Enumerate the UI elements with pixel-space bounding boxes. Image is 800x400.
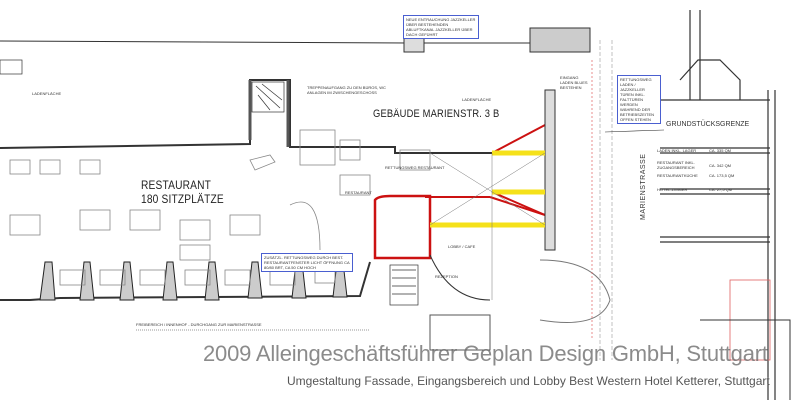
stair-top <box>529 27 591 53</box>
section-row-area: CA. 27,5 QM <box>709 187 733 192</box>
label-stairs-note: TREPPENAUFGANG ZU DEN BÜROS, WC ANLAGEN … <box>307 85 386 95</box>
copyright-watermark: 2009 Alleingeschäftsführer Geplan Design… <box>203 341 768 366</box>
building-section <box>660 10 776 400</box>
tables <box>9 129 431 286</box>
new-wall-red <box>373 194 432 260</box>
section-row-label: RESTAURANTKÜCHE <box>657 173 698 178</box>
label-courtyard: FREIBEREICH / INNENHOF - DURCHGANG ZUR M… <box>136 322 262 327</box>
section-row-area: CA. 342 QM <box>709 163 732 168</box>
label-boundary: GRUNDSTÜCKSGRENZE <box>666 121 750 128</box>
note-smoke-extraction: NEUE ENTRAUCHUNG JAZZKELLER ÜBER BESTEHE… <box>403 15 479 39</box>
label-lobby: LOBBY / CAFE <box>448 244 476 249</box>
label-building: GEBÄUDE MARIENSTR. 3 B <box>373 108 500 120</box>
upper-wall <box>0 40 540 44</box>
label-entrance: EINGANG LADEN BLUES BESTEHEN <box>560 75 588 90</box>
section-row-label: LADEN INKL. LAGER <box>657 148 697 153</box>
label-street: MARIENSTRASSE <box>640 153 647 220</box>
project-subtitle: Umgestaltung Fassade, Eingangsbereich un… <box>287 374 770 388</box>
label-restaurant-small: RESTAURANT <box>345 190 372 195</box>
highlight-yellow <box>430 150 545 228</box>
label-reception: REZEPTION <box>435 274 458 279</box>
label-shop-left: LADENFLÄCHE <box>32 91 62 96</box>
note-escape-shop: RETTUNGSWEG LADEN / JAZZKELLER TÜREN INK… <box>617 75 661 124</box>
label-restaurant-main: RESTAURANT <box>141 178 212 192</box>
stairs <box>0 59 419 306</box>
section-row-label: HOTEL-ZIMMER <box>657 187 688 192</box>
label-shop-right: LADENFLÄCHE <box>462 97 492 102</box>
shaft <box>403 37 425 53</box>
section-row-area: CA. 173,5 QM <box>709 173 735 178</box>
note-extra-escape: ZUSÄTZL. RETTUNGSWEG DURCH BEST. RESTAUR… <box>261 253 353 272</box>
section-row-label: RESTAURANT INKL. ZUGANGSBEREICH <box>657 160 695 170</box>
label-restaurant-seats: 180 SITZPLÄTZE <box>141 192 224 206</box>
label-escape-route: RETTUNGSWEG RESTAURANT <box>385 165 445 170</box>
section-row-area: CA. 335 QM <box>709 148 732 153</box>
restaurant-south-wall <box>0 261 371 301</box>
